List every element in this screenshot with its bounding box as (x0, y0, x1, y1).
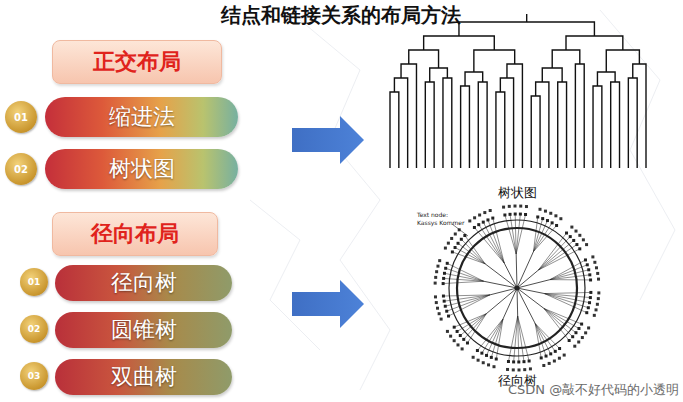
callout-number: 02 (28, 324, 41, 334)
annotation: Kassys Kommer (417, 219, 465, 226)
right-arrow (292, 116, 364, 164)
callout-number: 01 (14, 112, 28, 123)
callout-number: 01 (28, 277, 41, 287)
annotation: Text node: (417, 211, 448, 218)
node-label: 径向布局 (91, 219, 179, 249)
number-badge: 01 (5, 101, 37, 133)
section-heading-box: 正交布局 (52, 40, 222, 84)
callout-number: 02 (14, 164, 28, 175)
callout-number: 03 (28, 371, 41, 381)
page-title: 结点和链接关系的布局方法 (221, 2, 461, 29)
topic-pill: 双曲树 (55, 359, 232, 395)
topic-pill: 树状图 (45, 149, 238, 189)
number-badge: 03 (20, 362, 48, 390)
right-arrow (292, 280, 364, 328)
figure-caption: 树状图 (498, 184, 537, 202)
watermark: CSDN @敲不好代码的小透明 (508, 381, 679, 399)
number-badge: 02 (20, 315, 48, 343)
topic-pill: 径向树 (55, 265, 232, 301)
node-label: 双曲树 (111, 362, 177, 392)
node-label: 圆锥树 (111, 315, 177, 345)
topic-pill: 缩进法 (45, 97, 238, 137)
topic-pill: 圆锥树 (55, 312, 232, 348)
radial-tree-illustration (434, 205, 601, 372)
number-badge: 02 (5, 153, 37, 185)
network-texture (250, 10, 675, 390)
node-label: 树状图 (109, 154, 175, 184)
dendrogram-illustration (390, 14, 646, 168)
section-heading-box: 径向布局 (52, 212, 218, 256)
node-label: 正交布局 (93, 47, 181, 77)
node-label: 径向树 (111, 268, 177, 298)
node-label: 缩进法 (109, 102, 175, 132)
number-badge: 01 (20, 268, 48, 296)
